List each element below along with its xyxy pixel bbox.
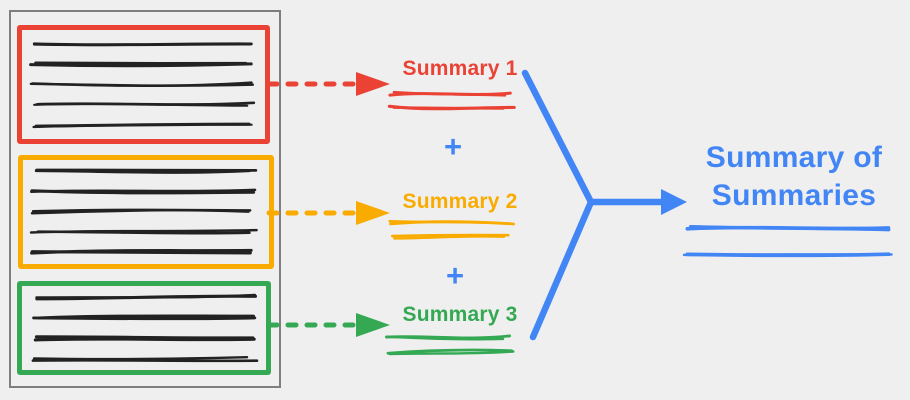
section-1-text-lines: [29, 42, 256, 129]
summary-2-label: Summary 2: [402, 190, 518, 213]
summary-3-label: Summary 3: [402, 303, 518, 326]
result-title: Summary of Summaries: [688, 139, 900, 215]
section-2-to-summary-2-arrow: [266, 201, 390, 225]
summary-1-underline-scribble: [387, 90, 516, 111]
summary-3-underline-scribble: [385, 334, 515, 356]
section-2-text-lines: [29, 168, 258, 255]
document-section-2: [18, 155, 274, 269]
arrowhead-icon: [356, 72, 390, 96]
summary-1-label: Summary 1: [402, 57, 518, 80]
document-section-1: [17, 25, 270, 144]
result-title-line-1: Summary of: [705, 141, 883, 174]
result-title-line-2: Summaries: [711, 179, 877, 212]
merge-arrow: [521, 69, 687, 341]
arrowhead-icon: [356, 313, 390, 337]
document-section-3: [17, 281, 271, 375]
arrowhead-icon: [356, 201, 390, 225]
summary-2-underline-scribble: [388, 220, 515, 240]
arrowhead-icon: [661, 189, 687, 215]
result-underline-scribble: [682, 225, 893, 258]
section-3-to-summary-3-arrow: [266, 313, 390, 337]
section-3-text-lines: [31, 293, 259, 363]
plus-operator-1: +: [443, 129, 463, 164]
document-box: [9, 10, 281, 388]
plus-operator-2: +: [445, 258, 465, 293]
section-1-to-summary-1-arrow: [266, 72, 390, 96]
